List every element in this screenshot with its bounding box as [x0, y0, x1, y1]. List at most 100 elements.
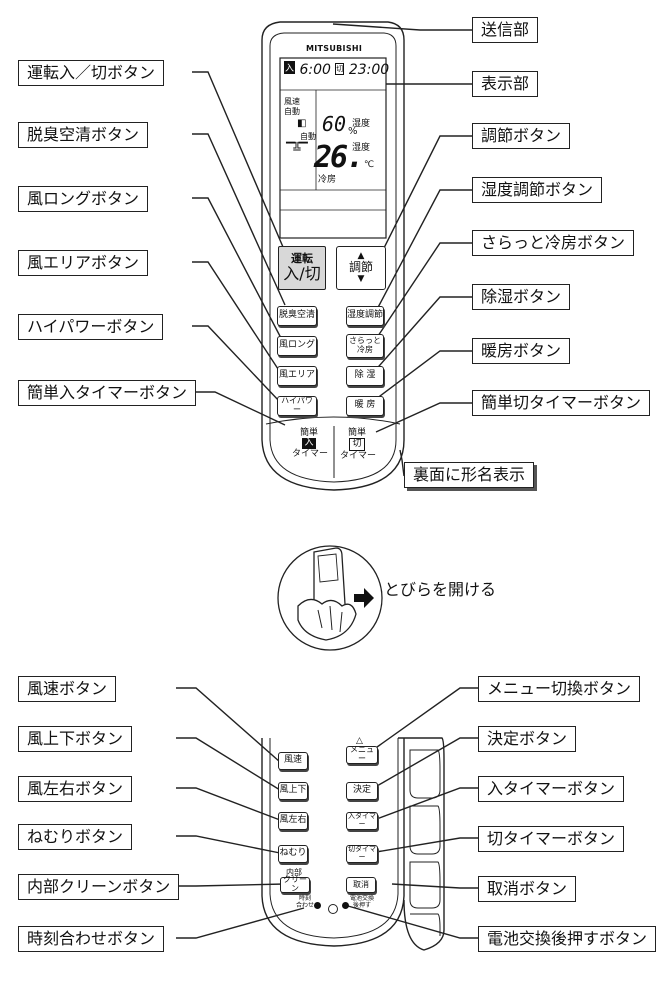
brand-logo: MITSUBISHI — [306, 44, 363, 53]
adjust-button-label: 調節 — [348, 260, 373, 275]
callout-simple-on-timer-button: 簡単入タイマーボタン — [18, 380, 197, 406]
callout-fan-leftright-button: 風左右ボタン — [18, 776, 133, 802]
clean-button[interactable]: クリーン — [280, 875, 310, 893]
lid-arc — [265, 416, 401, 425]
sarat-cool-button[interactable]: さらっと 冷房 — [346, 334, 384, 358]
clock-set-label: 時刻 合わせ — [296, 895, 315, 909]
decide-button[interactable]: 決定 — [346, 782, 378, 800]
menu-button[interactable]: メニュー — [346, 745, 378, 764]
off-timer-button[interactable]: 切タイマー — [346, 845, 378, 863]
simple-off-timer-button[interactable]: 簡単 切 タイマー — [340, 428, 377, 461]
power-button-label-2: 入/切 — [283, 264, 321, 284]
callout-clean-button: 内部クリーンボタン — [18, 874, 180, 900]
simple-off-label-2: 切 — [349, 438, 365, 451]
remote-top-inner — [269, 32, 397, 483]
mode-label: 冷房 — [318, 175, 337, 185]
on-timer-button[interactable]: 入タイマー — [346, 812, 378, 830]
open-door-label: とびらを開ける — [384, 580, 497, 599]
clock-set-button[interactable] — [314, 902, 321, 909]
callout-off-timer-button: 切タイマーボタン — [478, 826, 625, 852]
dehumidify-button[interactable]: 除 湿 — [346, 366, 384, 386]
fan-area-button[interactable]: 風エリア — [277, 366, 317, 386]
arrow-down-icon: ▼ — [357, 273, 365, 284]
arrow-right-icon — [354, 588, 374, 608]
callout-sarat-cool-button: さらっと冷房ボタン — [472, 230, 635, 256]
callout-high-power-button: ハイパワーボタン — [18, 314, 164, 340]
humidity-label: 湿度 — [352, 119, 371, 129]
callout-humidity-adjust-button: 湿度調節ボタン — [472, 177, 603, 203]
adjust-button[interactable]: ▲ 調節 ▼ — [336, 246, 386, 290]
simple-on-label-1: 簡単 — [299, 428, 318, 438]
callout-fan-updown-button: 風上下ボタン — [18, 726, 133, 752]
callout-simple-off-timer-button: 簡単切タイマーボタン — [472, 390, 651, 416]
fan-updown-button[interactable]: 風上下 — [278, 782, 308, 800]
temperature-label: 湿度 — [352, 143, 371, 153]
power-button[interactable]: 運転 入/切 — [278, 246, 326, 290]
clock-set-label-2: 合わせ — [296, 901, 315, 909]
cancel-button[interactable]: 取消 — [346, 877, 376, 893]
callout-dehumidify-button: 除湿ボタン — [472, 284, 571, 310]
clock-set-label-1: 時刻 — [299, 895, 312, 902]
callout-fan-long-button: 風ロングボタン — [18, 186, 149, 212]
callout-transmitter: 送信部 — [472, 17, 539, 43]
simple-on-label-2: 入 — [302, 438, 316, 449]
callout-fan-area-button: 風エリアボタン — [18, 250, 149, 276]
display-timer-row: 入 6:00 切 23:00 — [284, 61, 389, 78]
power-button-label-1: 運転 — [291, 252, 313, 266]
remote-top-outline — [261, 21, 405, 491]
fan-speed-button[interactable]: 風速 — [278, 752, 308, 770]
callout-power-button: 運転入／切ボタン — [18, 60, 165, 86]
humidity-adjust-button[interactable]: 湿度調節 — [346, 306, 384, 326]
louver-icon: ▔╩▔ — [286, 142, 308, 156]
battery-reset-label-2: 後押す — [353, 901, 372, 909]
heating-button[interactable]: 暖 房 — [346, 396, 384, 416]
display-screen-outline — [279, 57, 387, 239]
callout-menu-button: メニュー切換ボタン — [478, 676, 641, 702]
timer-on-time: 6:00 — [299, 62, 331, 78]
fan-long-button[interactable]: 風ロング — [277, 336, 317, 356]
callout-display: 表示部 — [472, 71, 539, 97]
simple-off-label-1: 簡単 — [347, 428, 366, 438]
fan-auto-label: 自動 — [300, 132, 316, 141]
callout-model-label: 裏面に形名表示 — [404, 462, 535, 488]
hand-remote-illustration — [277, 545, 383, 651]
battery-reset-label: 電池交換 後押す — [350, 895, 375, 909]
open-door-panel — [398, 737, 445, 951]
callout-adjust-button: 調節ボタン — [472, 123, 571, 149]
callout-deodorize-button: 脱臭空清ボタン — [18, 122, 149, 148]
callout-on-timer-button: 入タイマーボタン — [478, 776, 625, 802]
humidity-value: 60 — [322, 112, 347, 136]
timer-off-time: 23:00 — [348, 62, 390, 78]
simple-off-label-3: タイマー — [340, 450, 377, 461]
fan-label-1: 風速 — [284, 97, 300, 106]
callout-cancel-button: 取消ボタン — [478, 876, 577, 902]
arrow-up-icon: ▲ — [357, 250, 365, 261]
fan-leftright-button[interactable]: 風左右 — [278, 812, 308, 830]
battery-reset-button[interactable] — [342, 902, 349, 909]
simple-on-timer-button[interactable]: 簡単 入 タイマー — [292, 428, 328, 459]
timer-on-mark: 入 — [284, 61, 296, 74]
menu-arrow-icon: △ — [356, 736, 363, 746]
clean-label: 内部 — [286, 868, 302, 877]
sarat-cool-label-1: さらっと — [349, 336, 381, 346]
callout-fan-speed-button: 風速ボタン — [18, 676, 117, 702]
high-power-button[interactable]: ハイパワー — [277, 396, 317, 416]
fan-icon: ◧ — [297, 118, 307, 129]
callout-sleep-button: ねむりボタン — [18, 824, 133, 850]
fan-label-2: 自動 — [284, 107, 300, 116]
deodorize-button[interactable]: 脱臭空清 — [277, 306, 317, 326]
callout-clock-set-button: 時刻合わせボタン — [18, 926, 165, 952]
callout-heating-button: 暖房ボタン — [472, 338, 571, 364]
sarat-cool-label-2: 冷房 — [357, 345, 373, 354]
temperature-unit: ℃ — [364, 160, 375, 170]
callout-battery-reset-button: 電池交換後押すボタン — [478, 926, 657, 952]
callout-decide-button: 決定ボタン — [478, 726, 577, 752]
battery-reset-label-1: 電池交換 — [350, 895, 375, 902]
center-hole-icon — [328, 904, 338, 914]
remote-bottom-outline — [261, 738, 405, 947]
sleep-button[interactable]: ねむり — [278, 845, 308, 863]
timer-off-mark: 切 — [335, 63, 345, 75]
temperature-value: 26. — [314, 140, 364, 175]
humidity-unit: % — [348, 126, 358, 137]
